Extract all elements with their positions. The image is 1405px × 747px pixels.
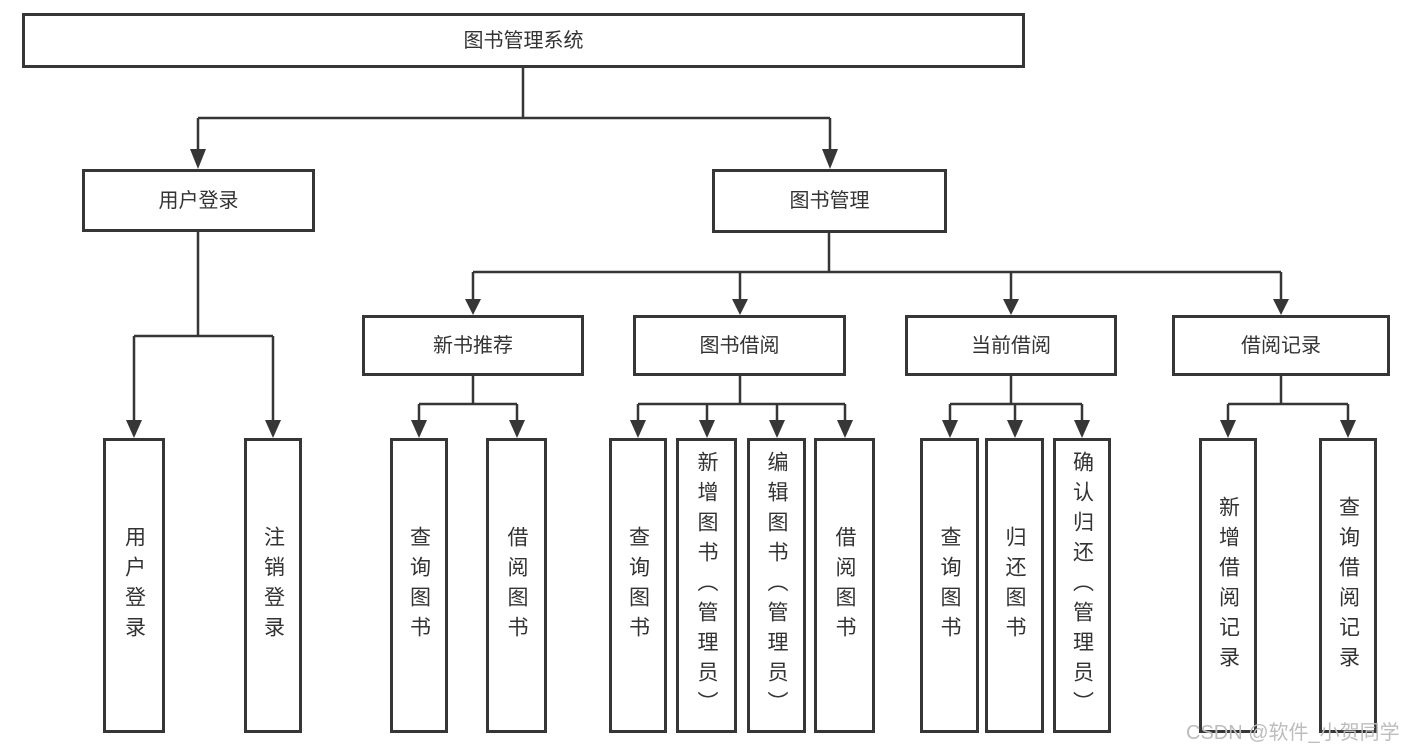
leaf-label: 借阅图书 bbox=[833, 525, 856, 646]
csdn-watermark: CSDN @软件_小贺同学 bbox=[1186, 722, 1400, 744]
node-book-management: 图书管理 bbox=[712, 169, 947, 233]
leaf-borrow-books-recommend: 借阅图书 bbox=[486, 438, 547, 733]
leaf-label: 新增图书（管理员） bbox=[695, 450, 718, 721]
node-user-login-group: 用户登录 bbox=[82, 169, 315, 232]
leaf-query-books-recommend: 查询图书 bbox=[390, 438, 448, 733]
leaf-add-borrow-record: 新增借阅记录 bbox=[1199, 438, 1257, 733]
node-label: 用户登录 bbox=[158, 189, 239, 212]
leaf-label: 确认归还（管理员） bbox=[1070, 450, 1094, 721]
leaf-borrow-books: 借阅图书 bbox=[814, 438, 875, 733]
leaf-label: 借阅图书 bbox=[505, 525, 528, 646]
node-label: 新书推荐 bbox=[433, 334, 513, 357]
leaf-label: 编辑图书（管理员） bbox=[765, 450, 788, 721]
node-label: 当前借阅 bbox=[971, 334, 1051, 357]
leaf-label: 用户登录 bbox=[122, 525, 146, 646]
leaf-edit-books-admin: 编辑图书（管理员） bbox=[747, 438, 806, 733]
node-current-borrowing: 当前借阅 bbox=[905, 315, 1117, 376]
leaf-logout: 注销登录 bbox=[244, 438, 302, 733]
leaf-return-books: 归还图书 bbox=[985, 438, 1044, 733]
leaf-add-books-admin: 新增图书（管理员） bbox=[676, 438, 737, 733]
leaf-label: 归还图书 bbox=[1003, 525, 1026, 646]
node-label: 图书借阅 bbox=[699, 334, 780, 357]
leaf-query-books-current: 查询图书 bbox=[920, 438, 979, 733]
node-new-book-recommend: 新书推荐 bbox=[362, 315, 584, 376]
node-label: 图书管理 bbox=[789, 190, 870, 212]
leaf-query-books-borrowing: 查询图书 bbox=[609, 438, 667, 733]
leaf-label: 查询借阅记录 bbox=[1336, 495, 1360, 676]
leaf-label: 查询图书 bbox=[626, 525, 650, 646]
leaf-label: 查询图书 bbox=[938, 525, 961, 646]
leaf-user-login: 用户登录 bbox=[103, 438, 165, 733]
leaf-label: 查询图书 bbox=[407, 525, 431, 646]
leaf-label: 新增借阅记录 bbox=[1216, 495, 1240, 676]
leaf-label: 注销登录 bbox=[261, 525, 285, 646]
node-library-system: 图书管理系统 bbox=[22, 13, 1025, 68]
node-borrowing-records: 借阅记录 bbox=[1172, 315, 1390, 376]
node-label: 借阅记录 bbox=[1241, 334, 1321, 357]
leaf-confirm-return-admin: 确认归还（管理员） bbox=[1053, 438, 1111, 733]
node-label: 图书管理系统 bbox=[463, 29, 584, 52]
leaf-query-borrow-record: 查询借阅记录 bbox=[1319, 438, 1377, 733]
node-book-borrowing: 图书借阅 bbox=[633, 315, 846, 376]
